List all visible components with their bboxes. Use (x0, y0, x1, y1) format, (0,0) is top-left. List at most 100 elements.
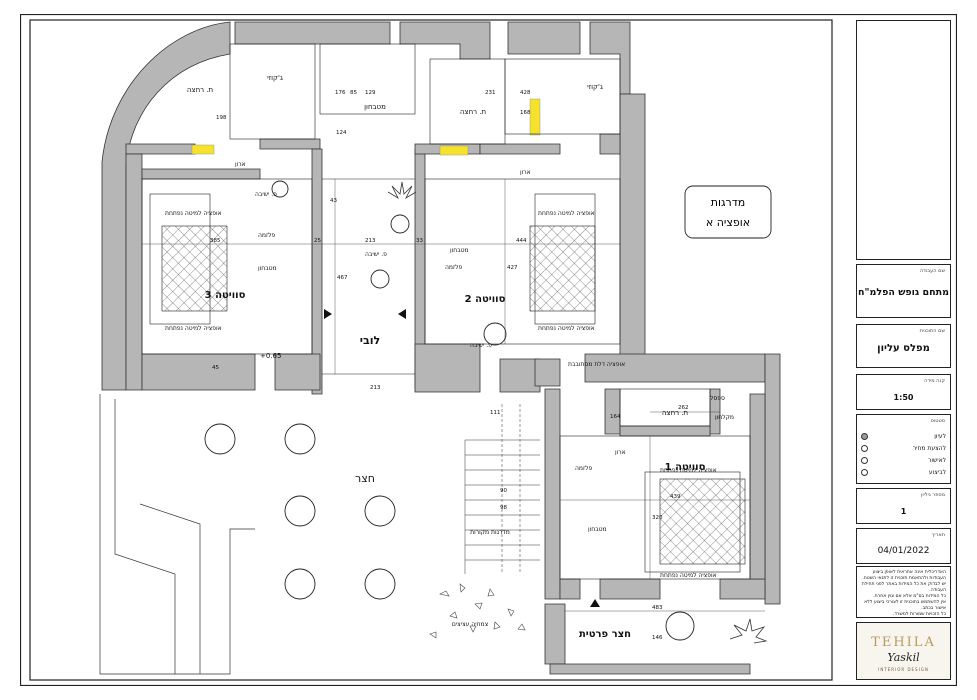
status-item[interactable]: לעיון (861, 431, 946, 442)
dim: 262 (678, 405, 689, 411)
lobby-label: לובי (360, 334, 380, 347)
dim: 33 (416, 238, 423, 244)
dim: 124 (336, 130, 347, 136)
room-labels: סוויטה 3 סוויטה 2 סוויטה 1 לובי חצר חצר … (187, 74, 706, 640)
shower-mid-label: ת. רחצה (460, 108, 486, 116)
drawing-caption: שם התוכנית (919, 328, 945, 334)
logo-sub: INTERIOR DESIGN (878, 667, 929, 672)
status-item[interactable]: להצעת מחיר (861, 443, 946, 454)
dim: 98 (500, 505, 507, 511)
status-item[interactable]: לאישור (861, 455, 946, 466)
kitchen-top-label: מטבחון (364, 103, 386, 111)
kitchenette-label-2: מטבחון (450, 247, 469, 254)
project-caption: שם העבודה (919, 268, 945, 274)
stairs-tag: מדרגות אופציה א (684, 185, 772, 239)
option-label: אופציה א (706, 216, 750, 229)
dim: 146 (652, 635, 663, 641)
dim: 85 (350, 90, 357, 96)
dim: 176 (335, 90, 346, 96)
suite1-label: סוויטה 1 (665, 462, 706, 473)
sofa-label-4: אופציה למיטה נפתחת (538, 325, 595, 332)
status-item-label: לאישור (927, 457, 946, 464)
dim: 198 (216, 115, 227, 121)
dim: 231 (485, 90, 496, 96)
entry-arrows (324, 309, 600, 607)
dim: 427 (507, 265, 518, 271)
room-lines (141, 43, 751, 580)
status-box: סטטוס לעיון להצעת מחיר לאישור לביצוע (856, 414, 951, 484)
drawing-name: מפלס עליון (877, 343, 930, 354)
bath-left-label: ג'קוזי (267, 74, 283, 82)
status-caption: סטטוס (930, 418, 945, 424)
date-value: 04/01/2022 (877, 546, 930, 556)
dim: 428 (520, 90, 531, 96)
dim: 213 (370, 385, 381, 391)
yellow-markers (191, 98, 541, 156)
sofa-label-5: אופציה למיטה נפתחת (660, 467, 717, 474)
plant-label: צמחיה עציצים (452, 621, 489, 628)
status-radio-icon[interactable] (861, 457, 868, 464)
sofa-label-1: אופציה למיטה נפתחת (165, 210, 222, 217)
sheet-caption: מספר גיליון (920, 492, 945, 498)
kitchenette-label-3: מטבחון (588, 526, 607, 533)
status-item-label: לעיון (934, 433, 946, 440)
tables (204, 180, 695, 641)
stairs-inner-label: מדרגות מקורות (470, 529, 510, 536)
logo-box: TEHILA Yaskil INTERIOR DESIGN (856, 622, 951, 680)
note-line: יש לבדוק את כל המידות באתר לפני תחילת הע… (861, 582, 946, 593)
dimension-numbers: 385 444 213 213 33 25 467 427 439 483 16… (210, 90, 689, 641)
seat-label-3: פ. ישיבה (470, 342, 492, 349)
kitchenette-label-1: מטבחון (258, 265, 277, 272)
dim: 90 (500, 488, 507, 494)
logo-script: Yaskil (887, 651, 920, 664)
status-radio-icon[interactable] (861, 433, 868, 440)
floor-plan: מדרגות אופציה א סוויטה 3 סוויטה 2 סוויטה… (20, 14, 957, 686)
sheet-number: 1 (900, 507, 907, 516)
plant-scatter (429, 583, 526, 639)
suite2-label: סוויטה 2 (465, 294, 506, 305)
suite3-label: סוויטה 3 (205, 290, 246, 301)
note-line: אין להשתמש בתוכנית זו לצורכי ביצוע ללא א… (864, 600, 946, 611)
beds (149, 193, 746, 573)
yard-label: חצר (355, 472, 375, 485)
bar-label: אופציה דלת מסתובבת (568, 361, 625, 368)
dim: 43 (330, 198, 337, 204)
logo-main: TEHILA (871, 635, 936, 650)
scale-caption: קנה מידה (924, 378, 945, 384)
dim: 467 (337, 275, 348, 281)
scale-value: 1:50 (893, 393, 914, 402)
shower-s1-label: ת. רחצה (662, 409, 688, 417)
dim: 213 (365, 238, 376, 244)
drawing-sheet: מדרגות אופציה א סוויטה 3 סוויטה 2 סוויטה… (20, 14, 957, 686)
status-radio-icon[interactable] (861, 445, 868, 452)
curved-wall (101, 21, 231, 391)
cabinet-label: ספסל (710, 395, 725, 402)
bath-right-label: ג'קוזי (587, 83, 603, 91)
date-caption: תאריך (931, 532, 945, 538)
plan-frame (29, 19, 833, 681)
status-radio-icon[interactable] (861, 469, 868, 476)
seat-label-2: פ. ישיבה (365, 251, 387, 258)
dim: 320 (652, 515, 663, 521)
sheet-frame (20, 14, 957, 686)
note-line: האדריכלית אינה אחראית לאופן ביצוע העבודו… (862, 570, 946, 581)
furniture-labels: ארון ארון ארון פ. ישיבה פ. ישיבה פ. ישיב… (165, 161, 734, 579)
seat-label-1: פ. ישיבה (255, 191, 277, 198)
drawing-name-box: שם התוכנית מפלס עליון (856, 324, 951, 368)
dim: 439 (670, 494, 681, 500)
project-name: מתחם גופש הפלמ"ח (858, 287, 949, 298)
sheet-number-box: מספר גיליון 1 (856, 488, 951, 524)
fridge-label-3: פלזמה (575, 465, 592, 472)
stairs-label: מדרגות (711, 196, 745, 209)
dim: 111 (490, 410, 501, 416)
dim: 129 (365, 90, 376, 96)
note-line: כל הזכויות שמורות למשרד. (892, 612, 946, 617)
closet-label-3: ארון (615, 449, 626, 456)
sofa-label-6: אופציה למיטה נפתחת (660, 572, 717, 579)
status-item[interactable]: לביצוע (861, 467, 946, 478)
dim: 168 (520, 110, 531, 116)
fridge-label-2: פלזמה (445, 264, 462, 271)
status-item-label: להצעת מחיר (912, 445, 946, 452)
private-yard-label: חצר פרטית (579, 629, 631, 640)
closet-label-2: ארון (520, 169, 531, 176)
